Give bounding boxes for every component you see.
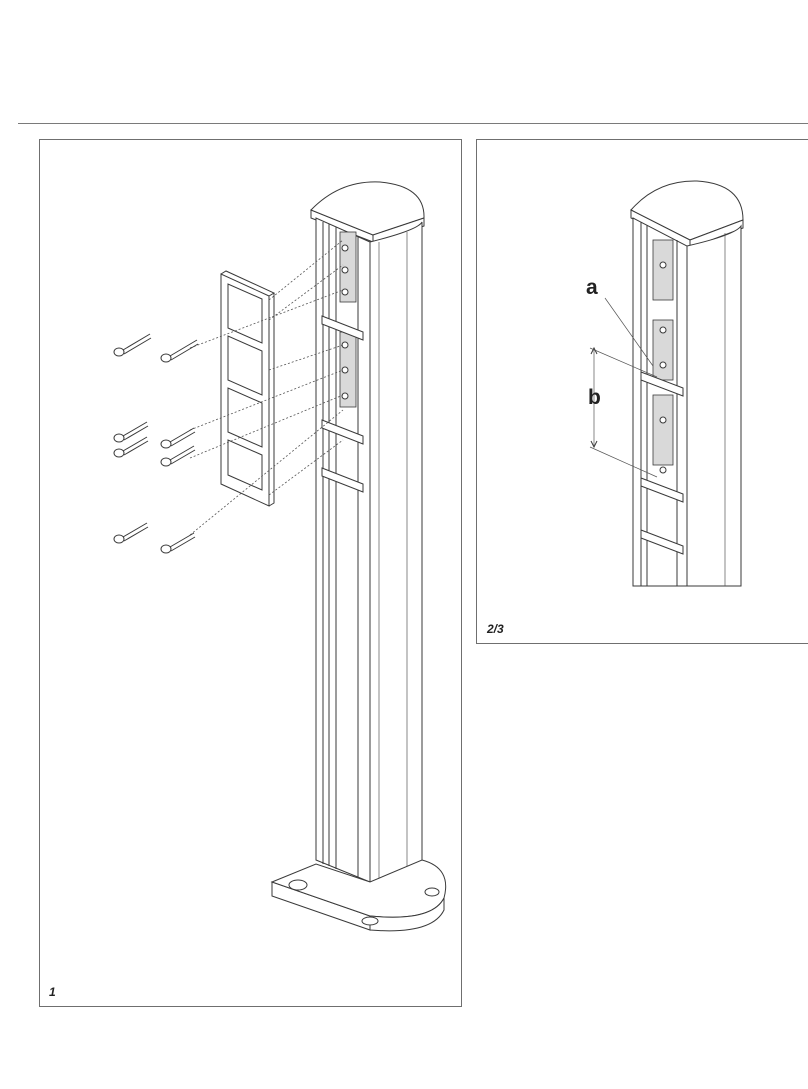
screw-5: [161, 428, 195, 448]
figure-1-panel: 1: [39, 139, 462, 1007]
screw-8: [161, 533, 195, 553]
cover-frame: [221, 271, 274, 506]
bollard-exploded-illustration: [40, 140, 463, 1008]
bollard-detail-illustration: [477, 140, 808, 645]
figure-1-number: 1: [49, 985, 56, 999]
screw-2: [161, 340, 198, 362]
figure-2-3-number: 2/3: [487, 622, 504, 636]
screw-7: [114, 523, 148, 543]
socket-insert-upper: [340, 232, 356, 302]
screw-6: [161, 446, 195, 466]
callout-a: a: [586, 277, 598, 298]
header-rule: [18, 123, 808, 124]
figure-2-3-panel: a b 2/3: [476, 139, 808, 644]
screw-1: [114, 334, 151, 356]
callout-b: b: [588, 387, 601, 408]
socket-insert-lower: [340, 332, 356, 407]
